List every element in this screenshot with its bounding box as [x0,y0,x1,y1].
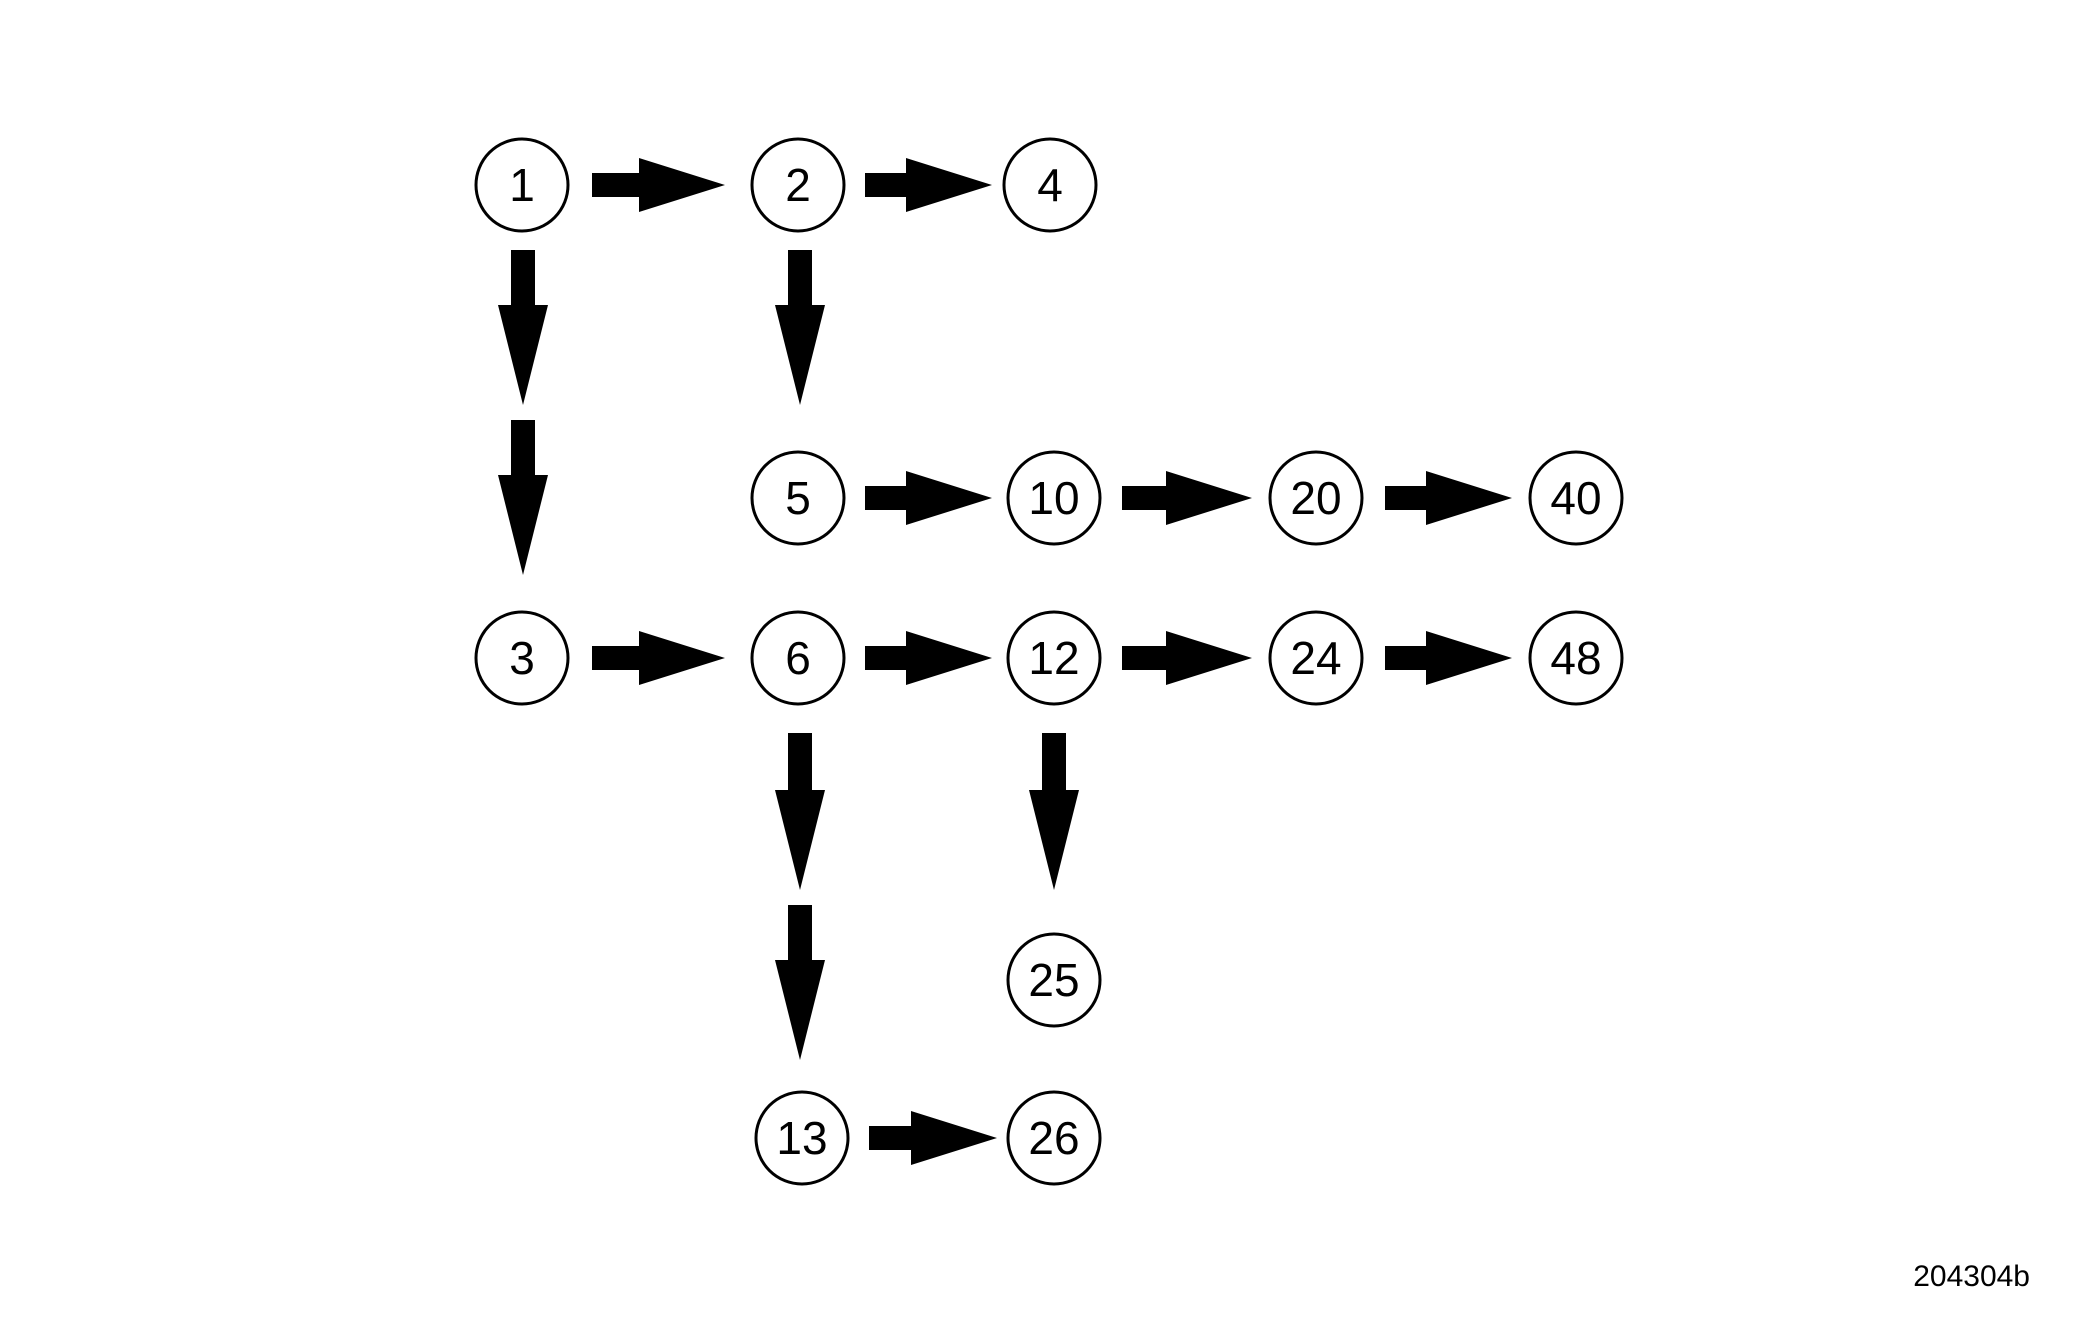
node-circle [1006,610,1102,706]
node-label: 10 [1028,472,1079,524]
node-label: 24 [1290,632,1341,684]
node-label: 6 [785,632,811,684]
node-circle [1006,450,1102,546]
node-40: 40 [1528,450,1624,546]
arrow-shape [498,420,548,575]
arrow-shape [592,158,725,212]
arrow-12-to-24 [1122,631,1252,685]
node-label: 13 [776,1112,827,1164]
node-label: 3 [509,632,535,684]
node-circle [750,450,846,546]
node-circle [1006,1090,1102,1186]
node-6: 6 [750,610,846,706]
arrows-layer [498,158,1512,1165]
node-circle [750,137,846,233]
node-circle [474,137,570,233]
arrow-shape [865,631,992,685]
arrow-1-to-2 [592,158,725,212]
node-26: 26 [1006,1090,1102,1186]
node-circle [750,610,846,706]
node-circle [1268,450,1364,546]
node-circle [1528,450,1624,546]
node-label: 20 [1290,472,1341,524]
node-label: 1 [509,159,535,211]
arrow-13-to-26 [869,1111,997,1165]
node-20: 20 [1268,450,1364,546]
node-label: 5 [785,472,811,524]
node-label: 4 [1037,159,1063,211]
node-label: 48 [1550,632,1601,684]
arrow-20-to-40 [1385,471,1512,525]
node-48: 48 [1528,610,1624,706]
node-circle [754,1090,850,1186]
arrow-shape [775,905,825,1060]
node-label: 12 [1028,632,1079,684]
node-3: 3 [474,610,570,706]
arrow-shape [865,471,992,525]
arrow-shape [1385,471,1512,525]
node-5: 5 [750,450,846,546]
node-circle [1002,137,1098,233]
arrow-shape [1029,733,1079,890]
node-13: 13 [754,1090,850,1186]
node-2: 2 [750,137,846,233]
arrow-shape [1122,631,1252,685]
node-label: 25 [1028,954,1079,1006]
arrow-5-to-10 [865,471,992,525]
node-25: 25 [1006,932,1102,1028]
node-10: 10 [1006,450,1102,546]
arrow-shape [869,1111,997,1165]
arrow-12-to-25 [1029,733,1079,890]
arrow-shape [592,631,725,685]
node-4: 4 [1002,137,1098,233]
arrow-shape [775,733,825,890]
arrow-shape [865,158,992,212]
arrow-24-to-48 [1385,631,1512,685]
arrow-10-to-20 [1122,471,1252,525]
node-label: 40 [1550,472,1601,524]
arrow-shape [1122,471,1252,525]
node-label: 26 [1028,1112,1079,1164]
node-1: 1 [474,137,570,233]
arrow-2-to-4 [865,158,992,212]
arrow-2-to-5 [775,250,825,405]
arrow-shape [1385,631,1512,685]
arrow-shape [498,250,548,405]
node-12: 12 [1006,610,1102,706]
arrow-1-to-3 [498,250,548,575]
node-label: 2 [785,159,811,211]
arrow-shape [775,250,825,405]
node-24: 24 [1268,610,1364,706]
arrow-3-to-6 [592,631,725,685]
node-circle [1268,610,1364,706]
figure-id: 204304b [1913,1260,2030,1293]
node-circle [474,610,570,706]
node-circle [1006,932,1102,1028]
node-circle [1528,610,1624,706]
arrow-6-to-13 [775,733,825,1060]
arrow-6-to-12 [865,631,992,685]
